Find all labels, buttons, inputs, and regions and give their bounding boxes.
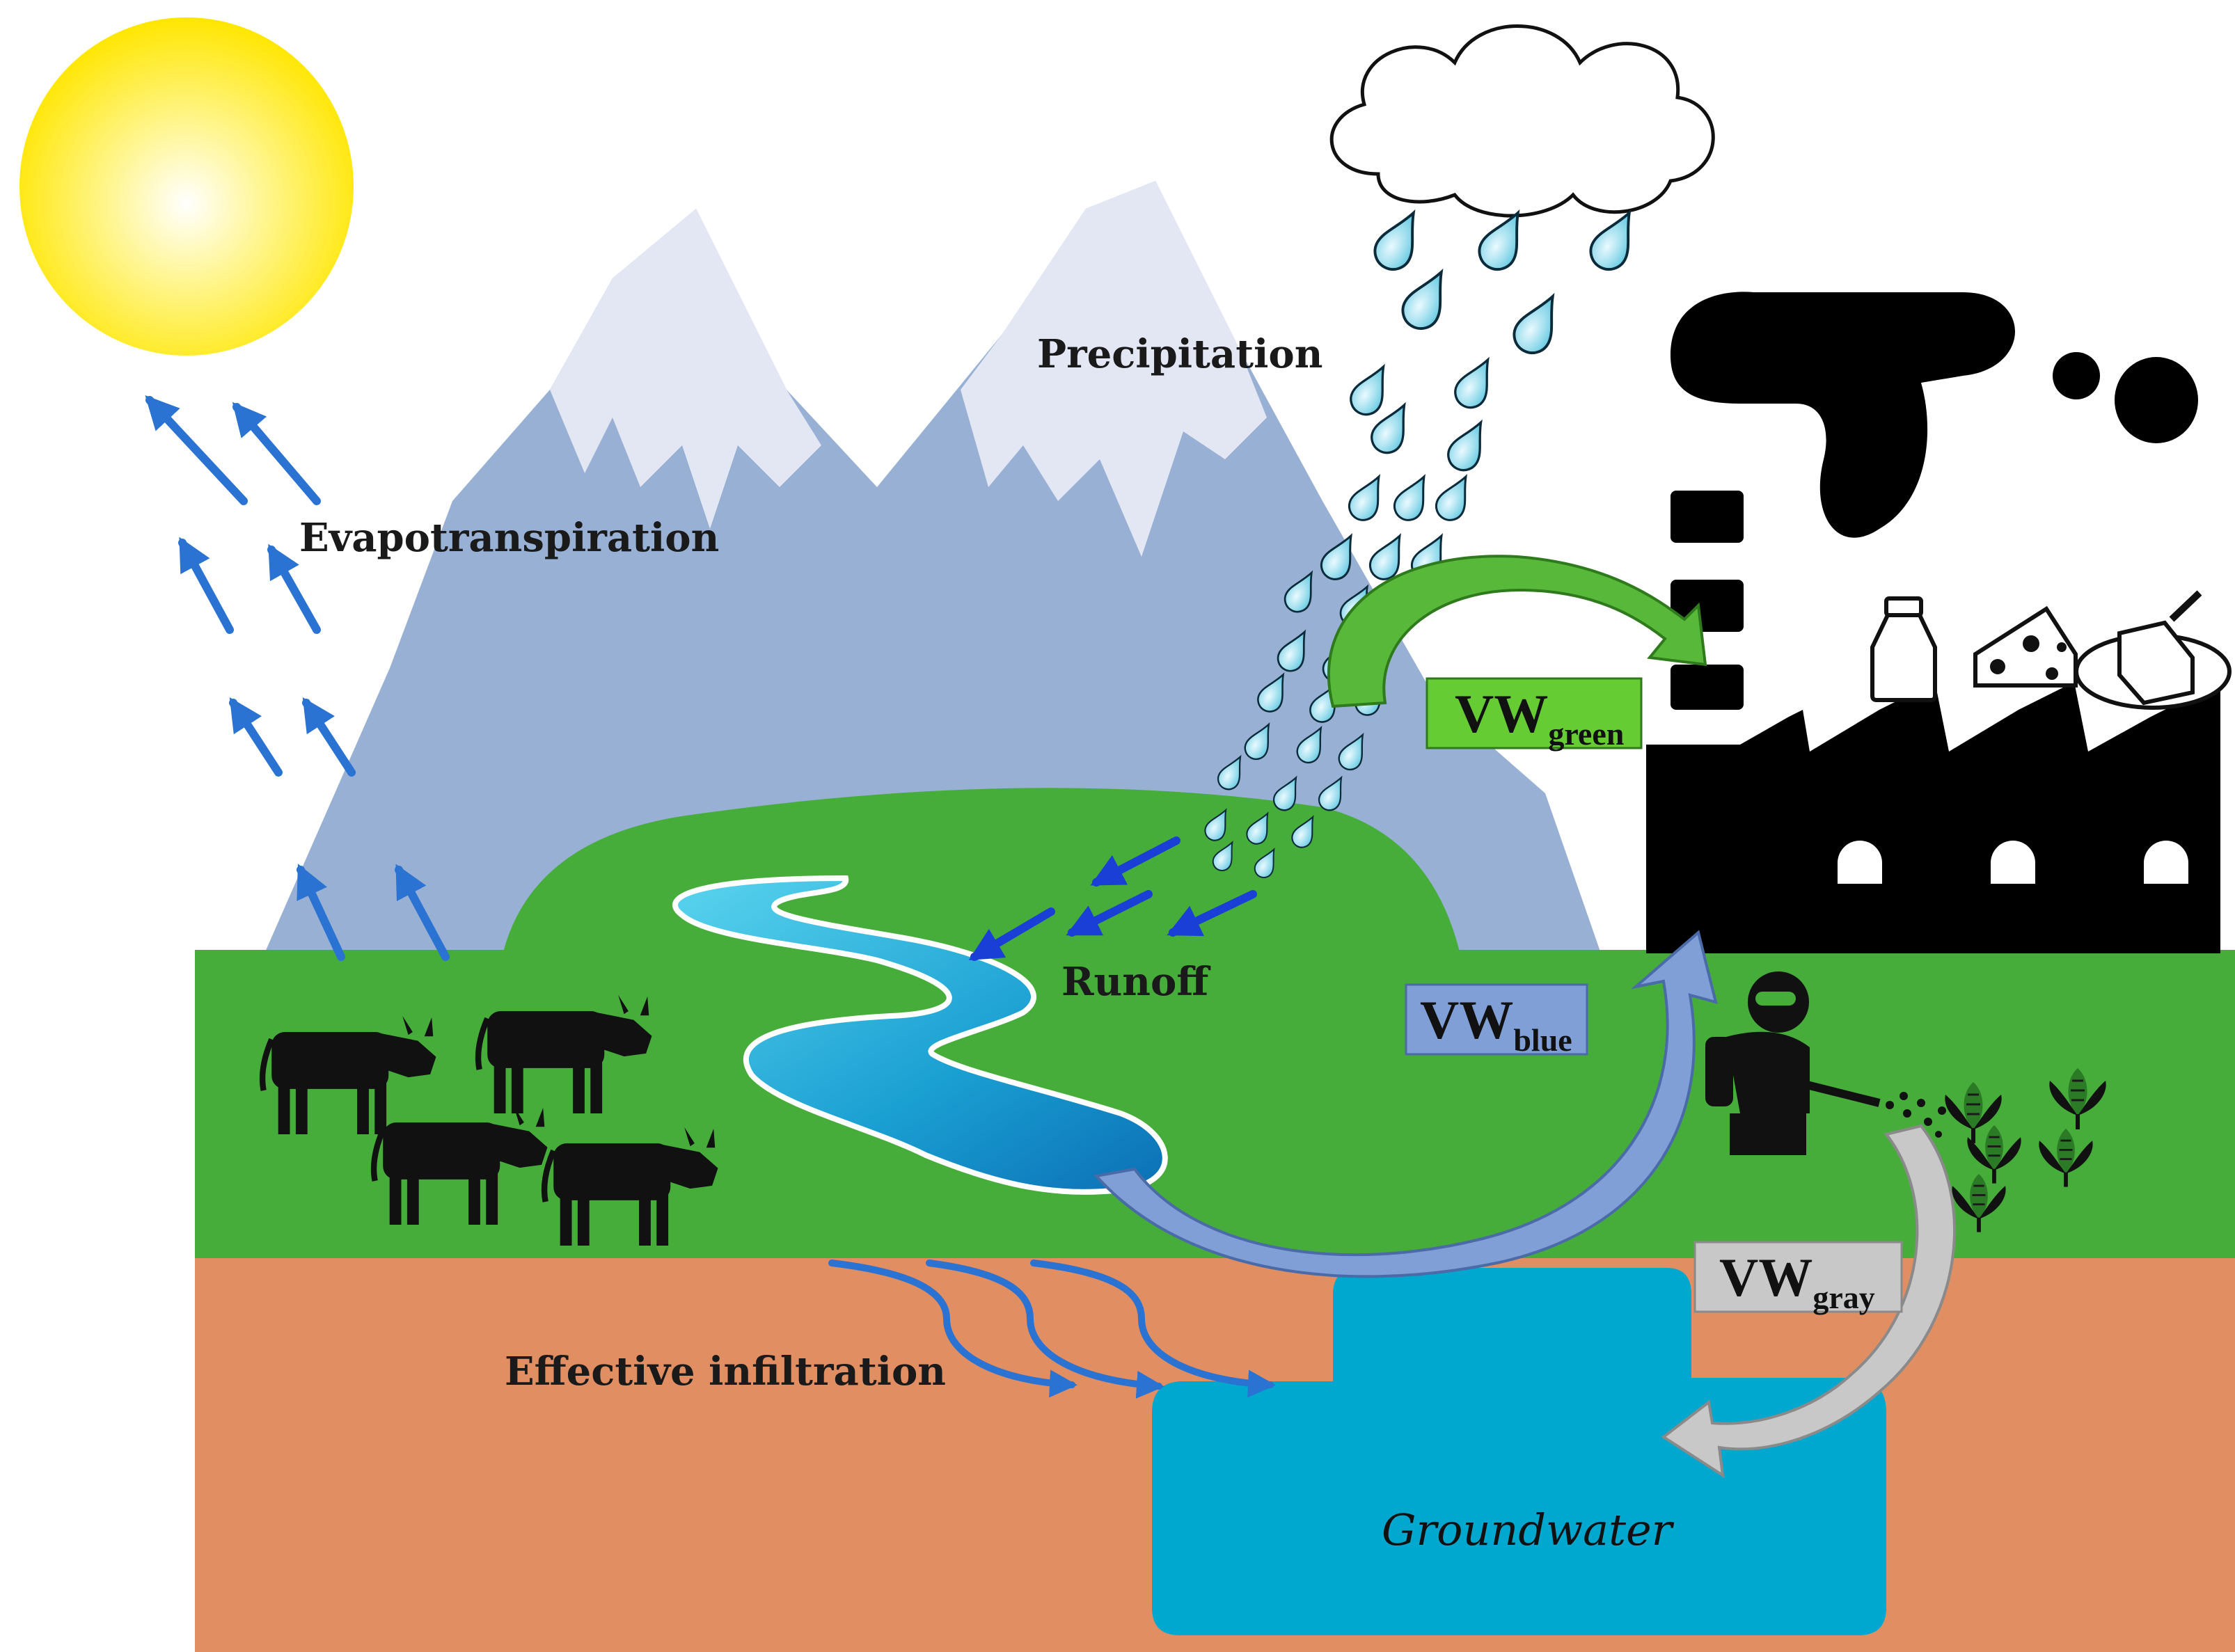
- vw-gray-tag: VWgray: [1693, 1241, 1903, 1315]
- vw-blue-tag: VWblue: [1405, 983, 1588, 1058]
- farmer-spraying-icon: [1705, 971, 1946, 1155]
- factory: [1646, 292, 2220, 953]
- label-runoff: Runoff: [1061, 959, 1210, 1005]
- vw-gray-main: VW: [1719, 1247, 1813, 1308]
- evapotranspiration-arrows: [145, 395, 450, 961]
- vw-blue-main: VW: [1420, 990, 1513, 1050]
- sun: [19, 17, 354, 356]
- svg-text:VWgreen: VWgreen: [1455, 683, 1624, 752]
- label-effective-infiltration: Effective infiltration: [505, 1349, 946, 1395]
- vw-green-flow-arrow: [1327, 555, 1707, 708]
- svg-text:VWblue: VWblue: [1420, 990, 1572, 1058]
- cheese-icon: [1973, 605, 2078, 688]
- groundwater-body: [1152, 1268, 1886, 1635]
- vw-green-tag-box: [1425, 677, 1643, 749]
- vw-green-sub: green: [1548, 716, 1624, 752]
- label-precipitation: Precipitation: [1037, 331, 1322, 377]
- vw-green-main: VW: [1455, 683, 1548, 744]
- snow-cap-left: [550, 209, 821, 529]
- green-field: [195, 950, 2235, 1260]
- snow-cap-right: [961, 181, 1267, 557]
- butter-icon: [2074, 590, 2232, 710]
- infiltration-arrows: [828, 1260, 1276, 1399]
- svg-text:VWgray: VWgray: [1719, 1247, 1875, 1315]
- vw-blue-sub: blue: [1513, 1022, 1572, 1058]
- label-groundwater: Groundwater: [1382, 1504, 1675, 1555]
- milk-bottle-icon: [1870, 596, 1937, 702]
- vw-green-tag: VWgreen: [1425, 677, 1643, 752]
- vw-blue-tag-box: [1405, 983, 1588, 1056]
- vw-blue-flow-arrow: [1093, 930, 1718, 1278]
- label-evapotranspiration: Evapotranspiration: [299, 515, 719, 561]
- vw-gray-tag-box: [1693, 1241, 1903, 1313]
- rain-cloud: [1329, 24, 1715, 218]
- vw-gray-sub: gray: [1813, 1280, 1874, 1315]
- vw-gray-flow-arrow: [1661, 1124, 1956, 1479]
- runoff-arrows: [968, 836, 1257, 961]
- river: [672, 875, 1168, 1195]
